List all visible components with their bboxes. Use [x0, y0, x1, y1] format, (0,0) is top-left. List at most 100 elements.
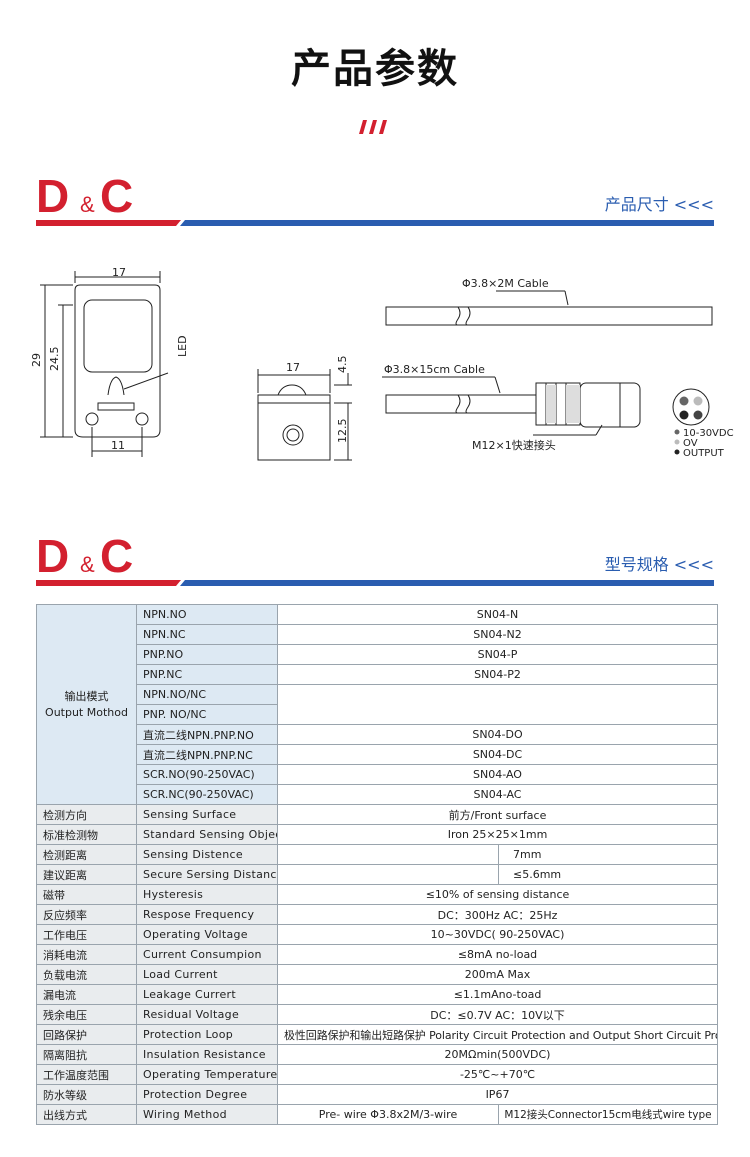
title-accent-mark: [359, 120, 387, 134]
spec-value: 极性回路保护和输出短路保护 Polarity Circuit Protectio…: [277, 1024, 718, 1045]
spec-label-en: Standard Sensing Object: [136, 824, 278, 845]
table-row: PNP.NC SN04-P2: [37, 664, 718, 685]
spec-value-blank: [277, 844, 499, 865]
mode-cell: PNP.NC: [136, 664, 278, 685]
section-label-dimensions: 产品尺寸 <<<: [604, 195, 714, 214]
spec-label-en: Leakage Currert: [136, 984, 278, 1005]
dim-front-height-inner: 24.5: [48, 347, 61, 372]
table-row: PNP. NO/NC: [37, 704, 718, 725]
table-row: 直流二线NPN.PNP.NC SN04-DC: [37, 744, 718, 765]
brand-logo-2-c: C: [100, 532, 133, 580]
output-mode-en: Output Mothod: [45, 705, 128, 719]
connector-label: M12×1快速接头: [472, 439, 556, 452]
spec-value-connector: M12接头Connector15cm电线式wire type: [498, 1104, 718, 1125]
spec-value: -25℃~+70℃: [277, 1064, 718, 1085]
spec-label-cn: 工作温度范围: [36, 1064, 137, 1085]
mode-cell: SCR.NC(90-250VAC): [136, 784, 278, 805]
spec-value: Iron 25×25×1mm: [277, 824, 718, 845]
spec-label-en: Hysteresis: [136, 884, 278, 905]
spec-label-en: Respose Frequency: [136, 904, 278, 925]
mode-cell: SCR.NO(90-250VAC): [136, 764, 278, 785]
spec-label-cn: 磁带: [36, 884, 137, 905]
spec-label-cn: 消耗电流: [36, 944, 137, 965]
spec-value: ≤5.6mm: [498, 864, 718, 885]
table-row: 负载电流 Load Current 200mA Max: [36, 964, 718, 985]
spec-value: 前方/Front surface: [277, 804, 718, 825]
cable-conn-label: Φ3.8×15cm Cable: [384, 363, 485, 376]
spec-label-en: Operating Temperature: [136, 1064, 278, 1085]
pin-legend-2: OV: [683, 438, 698, 449]
brand-logo-2-d: D: [36, 532, 69, 580]
table-row: 检测距离 Sensing Distence 7mm: [36, 844, 718, 865]
spec-label-cn: 隔离阻抗: [36, 1044, 137, 1065]
mode-cell: NPN.NO: [136, 604, 278, 625]
spec-value: ≤1.1mAno-toad: [277, 984, 718, 1005]
spec-label-en: Secure Sersing Distance: [136, 864, 278, 885]
spec-value: DC：300Hz AC：25Hz: [277, 904, 718, 925]
spec-value: 20MΩmin(500VDC): [277, 1044, 718, 1065]
pin-legend-1: 10-30VDC: [683, 428, 734, 439]
table-row: 防水等级 Protection Degree IP67: [36, 1084, 718, 1105]
model-cell: SN04-N2: [277, 624, 718, 645]
table-row: 漏电流 Leakage Currert ≤1.1mAno-toad: [36, 984, 718, 1005]
mode-cell: PNP.NO: [136, 644, 278, 665]
table-row: SCR.NC(90-250VAC) SN04-AC: [37, 784, 718, 805]
table-row: 磁带 Hysteresis ≤10% of sensing distance: [36, 884, 718, 905]
mode-cell: PNP. NO/NC: [136, 704, 278, 725]
output-mode-group-label: 输出模式 Output Mothod: [36, 604, 137, 805]
table-row: SCR.NO(90-250VAC) SN04-AO: [37, 764, 718, 785]
spec-value: IP67: [277, 1084, 718, 1105]
spec-label-en: Operating Voltage: [136, 924, 278, 945]
cable-pre-label: Φ3.8×2M Cable: [462, 277, 549, 290]
brand-logo-c: C: [100, 172, 133, 220]
model-cell-empty: [277, 684, 718, 725]
model-cell: SN04-P2: [277, 664, 718, 685]
table-row: 工作温度范围 Operating Temperature -25℃~+70℃: [36, 1064, 718, 1085]
mode-cell: 直流二线NPN.PNP.NC: [136, 744, 278, 765]
spec-table: 输出模式 Output Mothod NPN.NO SN04-N NPN.NC …: [36, 604, 718, 1125]
spec-label-cn: 反应频率: [36, 904, 137, 925]
led-label: LED: [176, 335, 189, 357]
mode-cell: 直流二线NPN.PNP.NO: [136, 724, 278, 745]
dim-side-width: 17: [286, 361, 300, 374]
dimension-drawing: 17 29 24.5 11 LED 17 4.5 12.5 Φ3.8×2M Ca…: [30, 266, 734, 461]
dim-side-lower: 12.5: [336, 419, 349, 444]
spec-value-prewire: Pre- wire Φ3.8x2M/3-wire: [277, 1104, 499, 1125]
spec-label-en: Sensing Surface: [136, 804, 278, 825]
model-cell: SN04-DO: [277, 724, 718, 745]
table-row: 检测方向 Sensing Surface 前方/Front surface: [36, 804, 718, 825]
table-row: 反应频率 Respose Frequency DC：300Hz AC：25Hz: [36, 904, 718, 925]
spec-label-cn: 建议距离: [36, 864, 137, 885]
spec-label-cn: 检测方向: [36, 804, 137, 825]
table-row: NPN.NO/NC: [37, 684, 718, 725]
spec-label-cn: 负载电流: [36, 964, 137, 985]
model-cell: SN04-AC: [277, 784, 718, 805]
section-divider: [36, 220, 714, 226]
table-row: 隔离阻抗 Insulation Resistance 20MΩmin(500VD…: [36, 1044, 718, 1065]
spec-label-en: Sensing Distence: [136, 844, 278, 865]
spec-label-cn: 标准检测物: [36, 824, 137, 845]
model-cell: SN04-AO: [277, 764, 718, 785]
spec-label-en: Residual Voltage: [136, 1004, 278, 1025]
spec-label-en: Insulation Resistance: [136, 1044, 278, 1065]
spec-label-cn: 检测距离: [36, 844, 137, 865]
table-row: 工作电压 Operating Voltage 10~30VDC( 90-250V…: [36, 924, 718, 945]
spec-label-en: Current Consumpion: [136, 944, 278, 965]
spec-value-blank: [277, 864, 499, 885]
spec-label-cn: 工作电压: [36, 924, 137, 945]
dim-side-top: 4.5: [336, 356, 349, 374]
table-row: 直流二线NPN.PNP.NO SN04-DO: [37, 724, 718, 745]
spec-label-cn: 防水等级: [36, 1084, 137, 1105]
model-cell: SN04-DC: [277, 744, 718, 765]
table-row: NPN.NC SN04-N2: [37, 624, 718, 645]
spec-value: ≤8mA no-load: [277, 944, 718, 965]
spec-value: ≤10% of sensing distance: [277, 884, 718, 905]
table-row: PNP.NO SN04-P: [37, 644, 718, 665]
spec-label-cn: 回路保护: [36, 1024, 137, 1045]
output-mode-cn: 输出模式: [64, 689, 109, 703]
mode-cell: NPN.NC: [136, 624, 278, 645]
model-cell: SN04-P: [277, 644, 718, 665]
brand-logo-2-amp: &: [80, 552, 95, 577]
brand-logo: D & C: [36, 172, 133, 220]
page-title: 产品参数: [291, 46, 459, 92]
